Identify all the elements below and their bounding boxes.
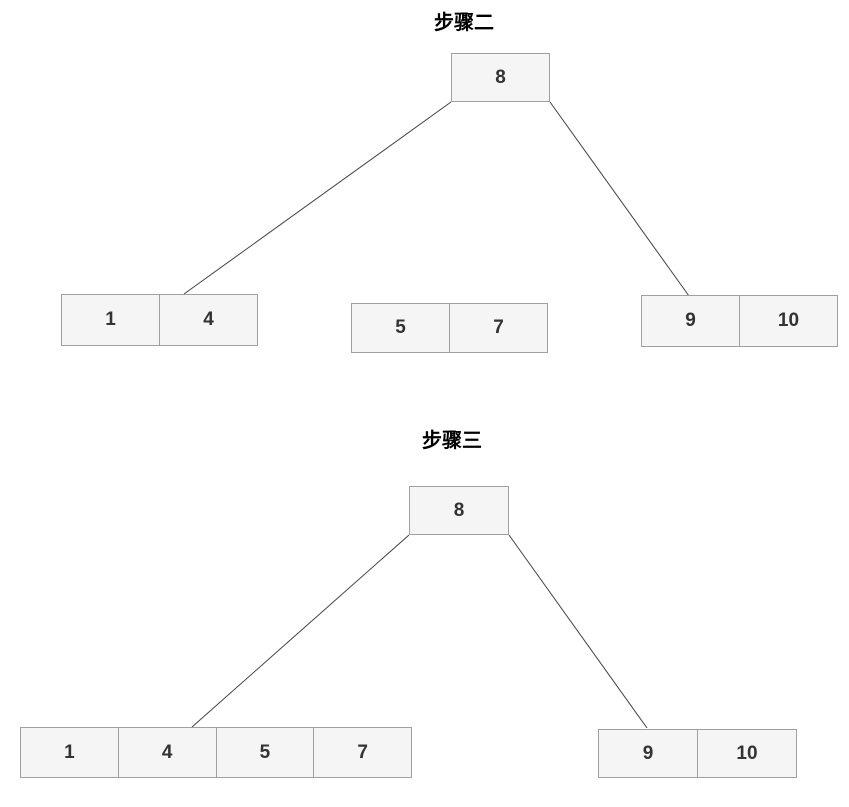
tree-key-cell: 1 — [64, 741, 75, 763]
tree-key-cell: 10 — [697, 730, 796, 777]
tree-key-cell: 4 — [159, 295, 257, 345]
step2-root-node: 8 — [451, 53, 550, 102]
step2-right-node: 9 10 — [641, 295, 838, 347]
edge-step2-root-to-left-node — [183, 101, 452, 295]
edge-step2-root-to-right-node — [549, 101, 690, 297]
tree-key-cell: 8 — [453, 499, 465, 521]
step3-root-node: 8 — [409, 486, 509, 535]
diagram-title-step2: 步骤二 — [434, 12, 494, 34]
diagram-title-step3: 步骤三 — [422, 430, 482, 452]
tree-key-cell: 9 — [685, 310, 696, 331]
tree-key-cell: 8 — [495, 66, 506, 88]
step3-right-node: 9 10 — [598, 729, 797, 778]
tree-key-cell: 7 — [313, 728, 411, 777]
tree-key-cell: 4 — [117, 728, 216, 777]
edge-step3-root-to-left-node — [191, 534, 410, 728]
tree-key-cell: 5 — [215, 728, 314, 777]
tree-key-cell: 10 — [739, 296, 837, 346]
edge-step3-root-to-right-node — [508, 534, 648, 729]
tree-key-cell: 7 — [449, 304, 547, 352]
tree-key-cell: 1 — [105, 309, 116, 330]
tree-key-cell: 5 — [395, 317, 406, 338]
tree-key-cell: 9 — [642, 742, 654, 764]
